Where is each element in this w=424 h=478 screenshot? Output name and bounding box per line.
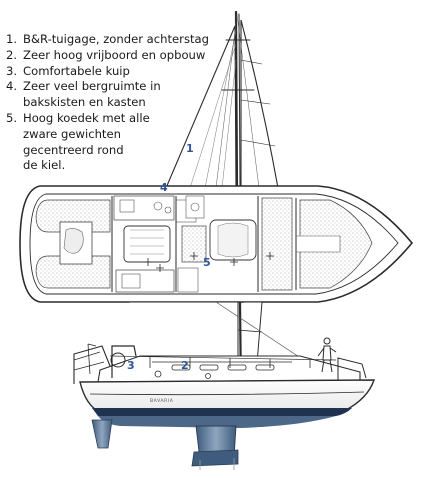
mainsail (240, 19, 279, 189)
pillow (63, 228, 84, 254)
feature-number: 3. (6, 63, 18, 78)
genoa-seams (189, 29, 237, 189)
callout-4: 4 (160, 181, 168, 194)
dinette-table (217, 222, 249, 258)
feature-text: Comfortabele kuip (23, 63, 130, 78)
feature-item: 4. Zeer veel bergruimte in bakskisten en … (6, 79, 216, 111)
rudder (91, 419, 113, 449)
guardrail (109, 355, 337, 361)
antifouling (98, 416, 336, 428)
feature-item: 3. Comfortabele kuip (6, 64, 216, 80)
heads (185, 195, 205, 219)
sink (119, 199, 135, 213)
steering-wheel (110, 352, 126, 368)
boom-vang (237, 329, 263, 333)
deck-plan (19, 185, 414, 303)
feature-text: Hoog koedek met alle zware gewichten gec… (23, 110, 150, 173)
galley-counter (113, 195, 175, 221)
feature-text: Zeer hoog vrijboord en opbouw (23, 47, 206, 62)
boot-stripe (92, 408, 352, 416)
sheer-line (89, 391, 365, 396)
genoa-foot (128, 301, 239, 360)
sail-plan-upper (165, 10, 279, 190)
cockpit-arch (111, 345, 137, 378)
toilet (190, 202, 200, 212)
stove-ring-2 (164, 206, 172, 214)
callout-1: 1 (186, 142, 194, 155)
crosshair-markers (144, 252, 274, 272)
winch-port (154, 370, 162, 378)
forward-berth (295, 235, 341, 253)
wet-locker (177, 267, 199, 293)
callout-3: 3 (127, 359, 135, 372)
bulkheads (111, 196, 297, 292)
feature-text: Zeer veel bergruimte in bakskisten en ka… (23, 79, 161, 110)
topsides (79, 379, 375, 413)
saloon-berth (261, 197, 293, 291)
winch-stbd (205, 373, 211, 379)
bow-pulpit (337, 357, 367, 380)
feature-item: 5. Hoog koedek met alle zware gewichten g… (6, 111, 216, 174)
stanchions (149, 357, 311, 368)
feature-text: B&R-tuigage, zonder achterstag (23, 32, 209, 46)
keel-bulb (191, 449, 239, 467)
battens (240, 59, 276, 147)
feature-number: 5. (6, 110, 18, 125)
mast (234, 10, 239, 190)
feature-number: 2. (6, 47, 18, 62)
chart-table (121, 273, 141, 289)
stove-ring-1 (153, 201, 163, 211)
pushpit-rails (73, 351, 105, 371)
callout-2: 2 (181, 359, 189, 372)
feature-list: 1. B&R-tuigage, zonder achterstag 2. Zeer … (6, 32, 216, 174)
hull-name: BAVARIA (150, 398, 174, 404)
nav-station (115, 269, 175, 293)
portlights (171, 364, 275, 371)
feature-number: 4. (6, 79, 18, 94)
hull-profile (73, 337, 375, 470)
spreaders (221, 39, 255, 91)
feature-item: 2. Zeer hoog vrijboord en opbouw (6, 48, 216, 64)
feature-item: 1. B&R-tuigage, zonder achterstag (6, 32, 216, 48)
saloon-table (123, 225, 171, 263)
shrouds (215, 13, 260, 189)
inner-outline (29, 193, 399, 295)
keel-stand (199, 458, 235, 470)
feature-number: 1. (6, 32, 18, 46)
callout-5: 5 (203, 256, 211, 269)
crew-figure (317, 337, 337, 373)
mast-edge (238, 13, 241, 189)
ensign-staff (87, 343, 97, 375)
table-cushions (130, 229, 164, 255)
